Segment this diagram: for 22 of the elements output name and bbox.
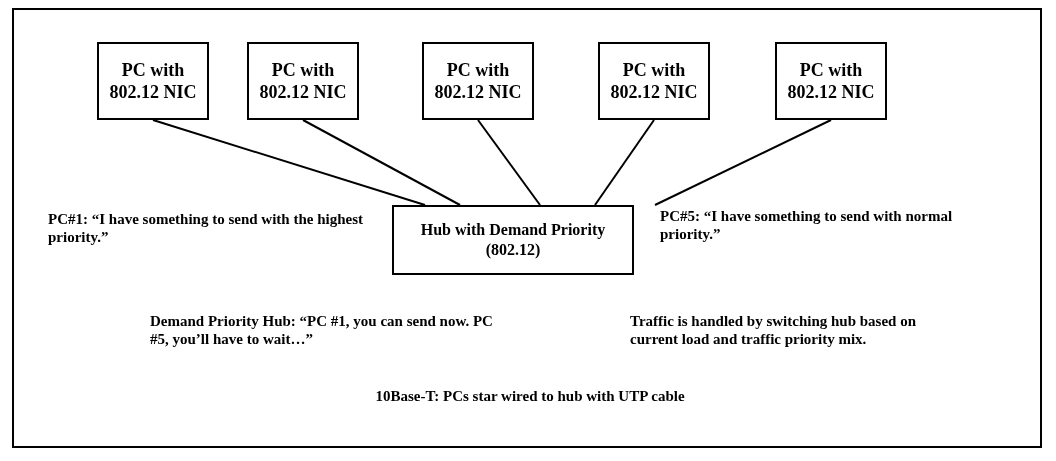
note-text: PC#5: “I have something to send with normal priority.” <box>660 207 954 243</box>
note-text: Traffic is handled by switching hub based on current load and traffic priority mix. <box>630 312 918 348</box>
note-text: PC#1: “I have something to send with the highest priority.” <box>48 210 364 246</box>
cable-line <box>654 119 832 206</box>
node-label: Hub with Demand Priority (802.12) <box>419 220 607 260</box>
cable-line <box>302 119 461 206</box>
cable-line <box>152 119 426 206</box>
pc-box <box>598 42 710 120</box>
node-label: PC with 802.12 NIC <box>609 58 699 104</box>
node-label: PC with 802.12 NIC <box>108 58 198 104</box>
pc-box <box>97 42 209 120</box>
node-label: PC with 802.12 NIC <box>433 58 523 104</box>
pc-box <box>775 42 887 120</box>
cable-line <box>594 119 655 206</box>
cable-line <box>477 119 541 206</box>
note-text: 10Base-T: PCs star wired to hub with UTP cable <box>374 387 686 405</box>
node-label: PC with 802.12 NIC <box>258 58 348 104</box>
note-text: Demand Priority Hub: “PC #1, you can send now. PC #5, you’ll have to wait…” <box>150 312 494 348</box>
pc-box <box>422 42 534 120</box>
node-label: PC with 802.12 NIC <box>786 58 876 104</box>
hub-box <box>392 205 634 275</box>
pc-box <box>247 42 359 120</box>
